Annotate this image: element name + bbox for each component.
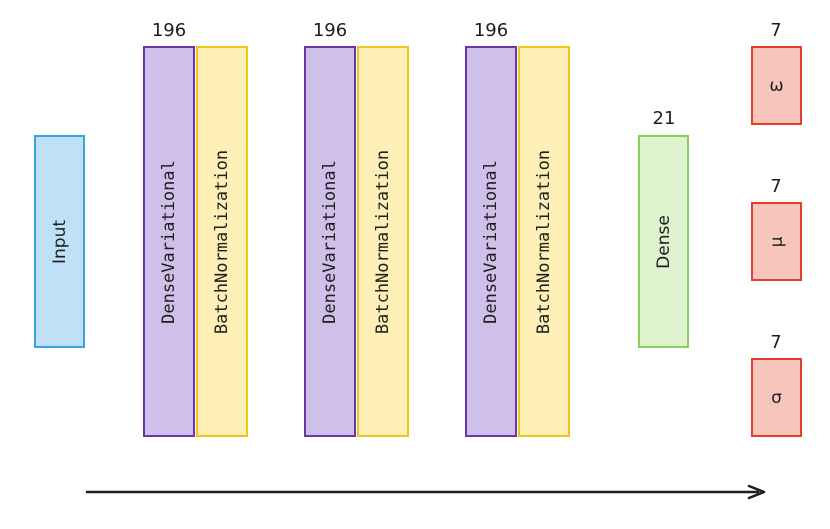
dense-layer-block: Dense [638, 135, 689, 348]
output-omega-block: ω [751, 46, 802, 125]
hidden-layer-3-units: 196 [473, 20, 509, 41]
output-sigma-units: 7 [770, 332, 782, 353]
batch-normalization-3-block: BatchNormalization [518, 46, 570, 437]
dense-variational-1-block: DenseVariational [143, 46, 195, 437]
output-omega-units: 7 [770, 20, 782, 41]
output-omega-label: ω [769, 75, 784, 96]
output-mu-block: μ [751, 202, 802, 281]
dense-variational-2-block: DenseVariational [304, 46, 356, 437]
dense-variational-3-block: DenseVariational [465, 46, 517, 437]
output-sigma-block: σ [751, 358, 802, 437]
output-mu-units: 7 [770, 176, 782, 197]
output-sigma-label: σ [771, 387, 782, 408]
dense-layer-units: 21 [652, 108, 676, 129]
hidden-layer-2-units: 196 [312, 20, 348, 41]
batch-normalization-2-block: BatchNormalization [357, 46, 409, 437]
input-layer-block: Input [34, 135, 85, 348]
hidden-layer-1-units: 196 [151, 20, 187, 41]
batch-normalization-1-block: BatchNormalization [196, 46, 248, 437]
